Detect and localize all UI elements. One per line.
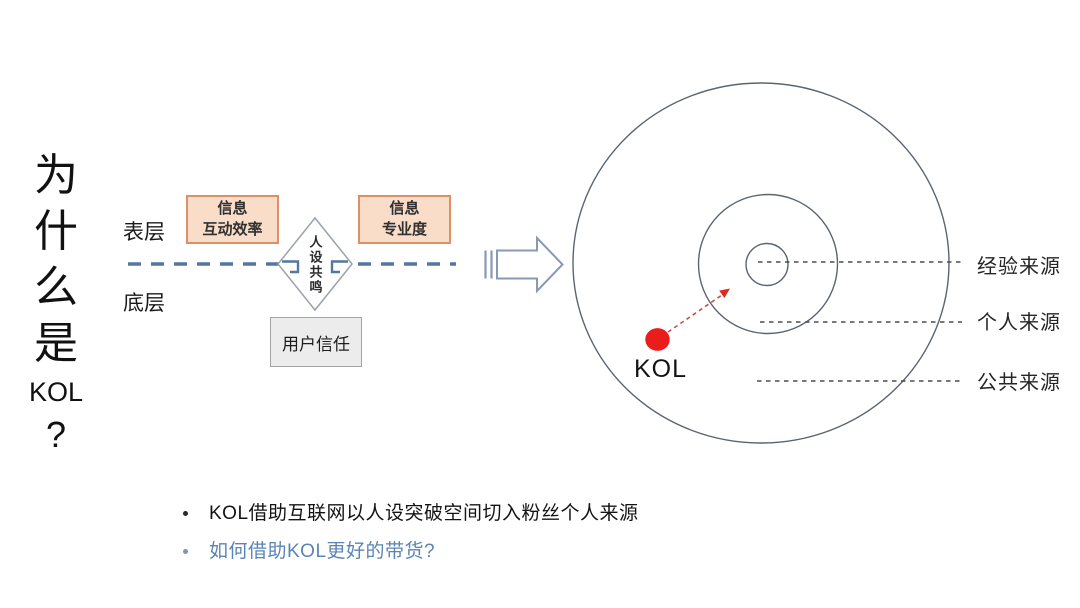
kol-dot <box>645 328 670 351</box>
title-char: 什 <box>34 207 78 256</box>
inner-circle-experience-source <box>745 242 789 287</box>
bracket-right-icon <box>330 260 348 274</box>
bullet-list: KOL借助互联网以人设突破空间切入粉丝个人来源 如何借助KOL更好的带货? <box>183 501 639 577</box>
info-professional-line1: 信息 <box>389 200 420 218</box>
title-char: KOL <box>28 377 84 407</box>
bottom-layer-label: 底层 <box>123 292 165 315</box>
bullet-text: KOL借助互联网以人设突破空间切入粉丝个人来源 <box>209 503 639 524</box>
bullet-item: 如何借助KOL更好的带货? <box>183 539 639 564</box>
bracket-left-icon <box>282 260 300 274</box>
info-interaction-line2: 互动效率 <box>202 220 263 238</box>
ring-label-personal: 个人来源 <box>977 312 1061 334</box>
kol-to-center-arrow <box>667 288 730 333</box>
title-char: 么 <box>34 263 78 312</box>
info-professional-box: 信息 专业度 <box>358 195 451 244</box>
bullet-dot-icon <box>183 549 188 554</box>
bullet-dot-icon <box>183 511 188 516</box>
title-char: 是 <box>34 319 78 368</box>
info-interaction-line1: 信息 <box>217 200 248 218</box>
title-char: 为 <box>34 151 78 200</box>
bullet-text: 如何借助KOL更好的带货? <box>209 541 436 562</box>
kol-label: KOL <box>634 355 688 383</box>
persona-resonance-label: 人设共鸣 <box>307 235 323 295</box>
persona-diamond <box>277 216 353 312</box>
info-interaction-box: 信息 互动效率 <box>186 195 279 244</box>
ring-label-experience: 经验来源 <box>977 256 1061 278</box>
striped-right-arrow-icon <box>484 235 564 294</box>
info-professional-line2: 专业度 <box>381 220 427 238</box>
user-trust-box: 用户信任 <box>270 317 362 367</box>
bullet-item: KOL借助互联网以人设突破空间切入粉丝个人来源 <box>183 501 639 526</box>
title-char: ? <box>45 414 67 455</box>
surface-layer-label: 表层 <box>123 221 165 244</box>
ring-label-public: 公共来源 <box>977 372 1061 394</box>
page-title: 为 什 么 是 KOL ? <box>26 148 86 458</box>
